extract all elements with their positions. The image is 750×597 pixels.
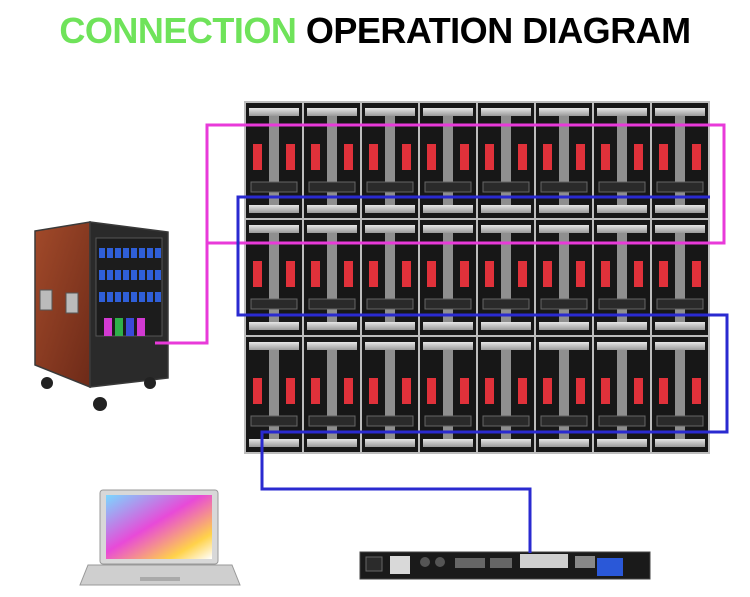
power-socket [131, 270, 137, 280]
diagram-title: CONNECTION OPERATION DIAGRAM [0, 10, 750, 52]
power-socket [115, 248, 121, 258]
led-cabinet [360, 101, 420, 220]
led-cabinet [418, 218, 478, 337]
power-socket [107, 248, 113, 258]
power-socket [147, 292, 153, 302]
power-socket [139, 292, 145, 302]
led-cabinet [302, 218, 362, 337]
led-cabinet [244, 218, 304, 337]
power-socket [147, 248, 153, 258]
led-cabinet [592, 218, 652, 337]
title-connection: CONNECTION [59, 10, 297, 51]
led-controller-icon [359, 551, 651, 580]
led-cabinet [534, 335, 594, 454]
power-socket [107, 270, 113, 280]
led-cabinet [650, 101, 710, 220]
led-video-wall [244, 101, 710, 454]
power-socket [123, 270, 129, 280]
signal-wiring [236, 195, 729, 553]
power-sockets [99, 248, 161, 302]
power-socket [115, 292, 121, 302]
signal-line-upper [236, 195, 710, 317]
led-cabinet [244, 335, 304, 454]
power-socket [99, 270, 105, 280]
power-line-main [155, 123, 726, 345]
led-cabinet [244, 101, 304, 220]
led-cabinet [360, 335, 420, 454]
led-cabinet [534, 218, 594, 337]
power-socket [123, 292, 129, 302]
laptop-icon [79, 489, 241, 586]
power-socket [139, 248, 145, 258]
led-cabinet [476, 218, 536, 337]
power-socket [99, 248, 105, 258]
led-cabinet [592, 101, 652, 220]
led-cabinet [360, 218, 420, 337]
power-socket [131, 292, 137, 302]
led-cabinet [302, 101, 362, 220]
led-cabinet [592, 335, 652, 454]
power-socket [107, 292, 113, 302]
power-wiring [155, 123, 726, 345]
led-cabinet [650, 335, 710, 454]
led-cabinet [476, 335, 536, 454]
power-socket [147, 270, 153, 280]
led-cabinet [302, 335, 362, 454]
led-cabinet [650, 218, 710, 337]
power-socket [155, 270, 161, 280]
power-socket [115, 270, 121, 280]
power-socket [155, 292, 161, 302]
led-cabinet [418, 335, 478, 454]
power-socket [123, 248, 129, 258]
signal-line-lower [260, 313, 729, 553]
power-socket [139, 270, 145, 280]
power-distribution-box-icon [34, 221, 169, 411]
title-operation-diagram: OPERATION DIAGRAM [305, 10, 691, 51]
power-socket [99, 292, 105, 302]
power-socket [155, 248, 161, 258]
led-cabinet [418, 101, 478, 220]
led-cabinet [534, 101, 594, 220]
led-cabinet [476, 101, 536, 220]
power-socket [131, 248, 137, 258]
